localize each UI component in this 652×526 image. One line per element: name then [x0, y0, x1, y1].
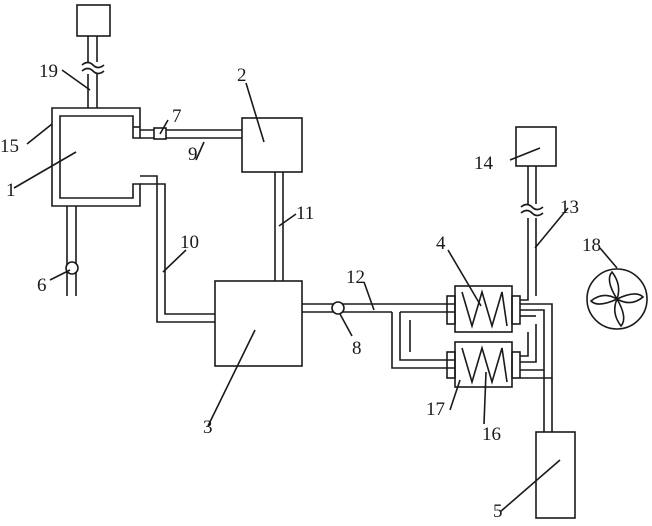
pipe-12: [302, 303, 455, 313]
label-14: 14: [474, 153, 494, 174]
label-9: 9: [188, 144, 198, 165]
label-6: 6: [37, 275, 47, 296]
valve-8: [331, 301, 345, 315]
label-17: 17: [426, 399, 445, 420]
label-1: 1: [6, 180, 16, 201]
pipe-6: [66, 206, 77, 296]
label-5: 5: [493, 501, 503, 522]
coil-16: [446, 341, 521, 388]
pipe-to-5: [543, 370, 553, 432]
label-3: 3: [203, 417, 213, 438]
label-10: 10: [180, 232, 199, 253]
component-3-box: [214, 280, 303, 367]
label-11: 11: [296, 203, 314, 224]
component-14-box: [515, 126, 557, 167]
label-12: 12: [346, 267, 365, 288]
component-2-box: [241, 117, 303, 173]
pipe-19: [81, 36, 105, 108]
label-7: 7: [172, 106, 182, 127]
label-8: 8: [352, 338, 362, 359]
fan-18: [586, 268, 648, 330]
label-18: 18: [582, 235, 601, 256]
label-19: 19: [39, 61, 58, 82]
component-1-vessel: [51, 107, 141, 207]
top-box: [76, 4, 111, 37]
label-2: 2: [237, 65, 247, 86]
label-4: 4: [436, 233, 446, 254]
pipe-11: [274, 172, 284, 281]
pipe-13: [520, 166, 544, 296]
right-pipes: [520, 296, 553, 379]
coil-4: [446, 285, 521, 333]
label-13: 13: [560, 197, 579, 218]
pipe-10: [140, 175, 215, 323]
label-15: 15: [0, 136, 19, 157]
valve-6: [65, 261, 79, 275]
component-5-box: [535, 431, 576, 519]
label-16: 16: [482, 424, 501, 445]
loop-pipes: [391, 311, 455, 369]
leader-lines: [13, 69, 618, 513]
